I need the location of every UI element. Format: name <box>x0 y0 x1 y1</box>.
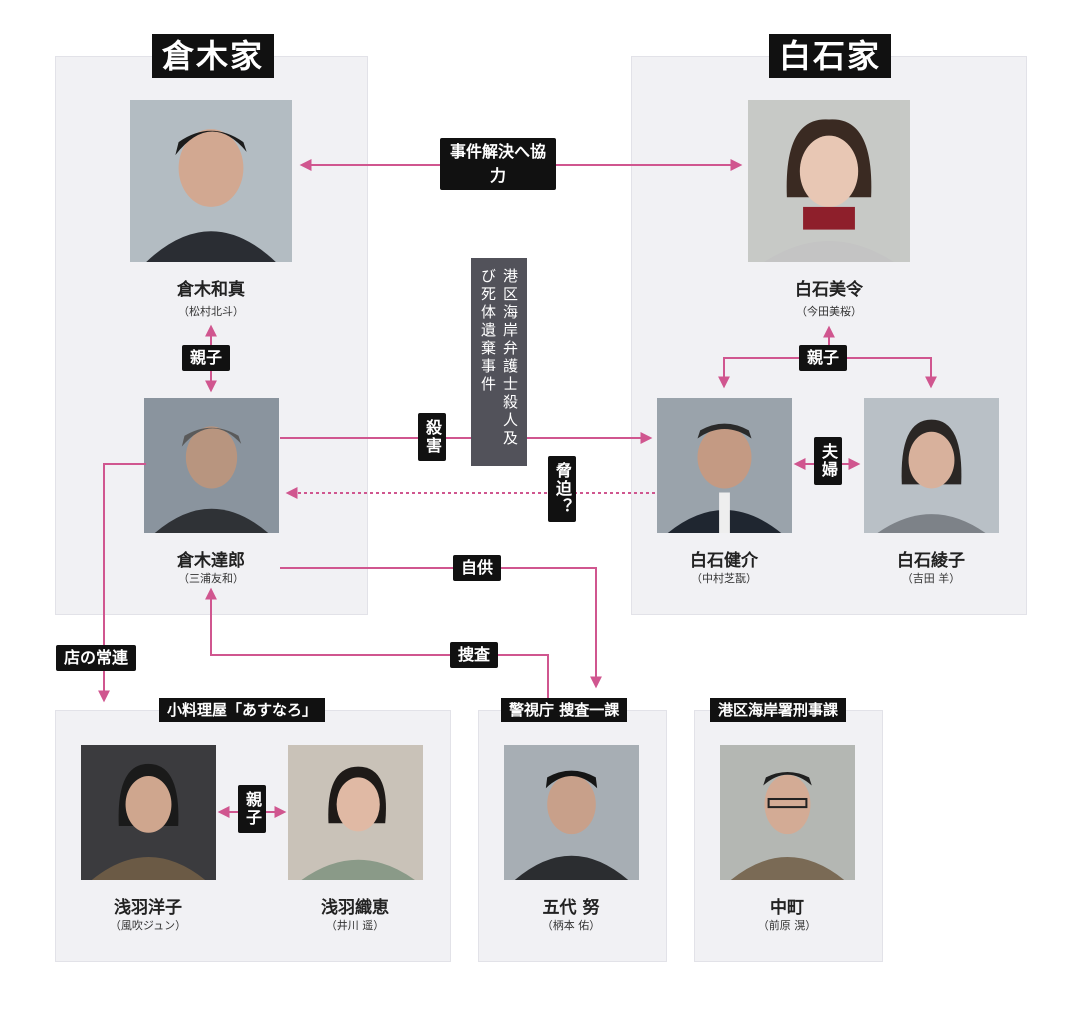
mirei-name: 白石美令 <box>795 280 863 300</box>
kensuke-actor: （中村芝翫） <box>691 572 757 585</box>
nakamachi-photo <box>720 745 855 880</box>
asunaro-label: 小料理屋「あすなろ」 <box>159 698 326 722</box>
nakamachi-actor: （前原 滉） <box>757 919 817 932</box>
regular-customer-tag: 店の常連 <box>56 645 137 671</box>
godai-photo <box>504 745 639 880</box>
orie-actor: （井川 遥） <box>325 919 385 932</box>
precinct-label: 港区海岸署刑事課 <box>710 698 847 722</box>
orie-name: 浅羽織恵 <box>321 898 389 918</box>
threat-tag: 脅迫？ <box>548 456 576 522</box>
mirei-actor: （今田美桜） <box>796 305 862 318</box>
cooperate-text: 事件解決へ協力 <box>449 142 546 185</box>
mirei-photo <box>748 100 910 262</box>
murder-tag: 殺害 <box>418 413 446 461</box>
ayako-actor: （吉田 羊） <box>901 572 961 585</box>
confession-tag: 自供 <box>453 555 502 581</box>
ayako-name: 白石綾子 <box>897 551 965 571</box>
spouses-tag: 夫婦 <box>814 437 842 485</box>
tatsuro-actor: （三浦友和） <box>178 572 244 585</box>
tatsuro-photo <box>144 398 279 533</box>
investigation-tag: 捜査 <box>450 642 499 668</box>
police-label: 警視庁 捜査一課 <box>501 698 628 722</box>
case-title-box: 港区海岸弁護士殺人及び死体遺棄事件 <box>471 258 527 466</box>
asunaro-parent-child-tag: 親子 <box>238 785 266 833</box>
yoko-actor: （風吹ジュン） <box>109 919 187 932</box>
kuraki-parent-child-tag: 親子 <box>182 345 231 371</box>
kuraki-family-label: 倉木家 <box>152 34 275 78</box>
cooperate-tag: 事件解決へ協力 <box>440 138 556 190</box>
nakamachi-name: 中町 <box>770 898 804 918</box>
kazuma-photo <box>130 100 292 262</box>
shiraishi-parent-child-tag: 親子 <box>799 345 848 371</box>
yoko-name: 浅羽洋子 <box>114 898 182 918</box>
tatsuro-name: 倉木達郎 <box>177 551 245 571</box>
yoko-photo <box>81 745 216 880</box>
kensuke-name: 白石健介 <box>690 551 758 571</box>
kensuke-photo <box>657 398 792 533</box>
orie-photo <box>288 745 423 880</box>
godai-actor: （柄本 佑） <box>541 919 601 932</box>
godai-name: 五代 努 <box>542 898 600 918</box>
shiraishi-family-label: 白石家 <box>769 34 892 78</box>
kazuma-actor: （松村北斗） <box>178 305 244 318</box>
kazuma-name: 倉木和真 <box>177 280 245 300</box>
ayako-photo <box>864 398 999 533</box>
